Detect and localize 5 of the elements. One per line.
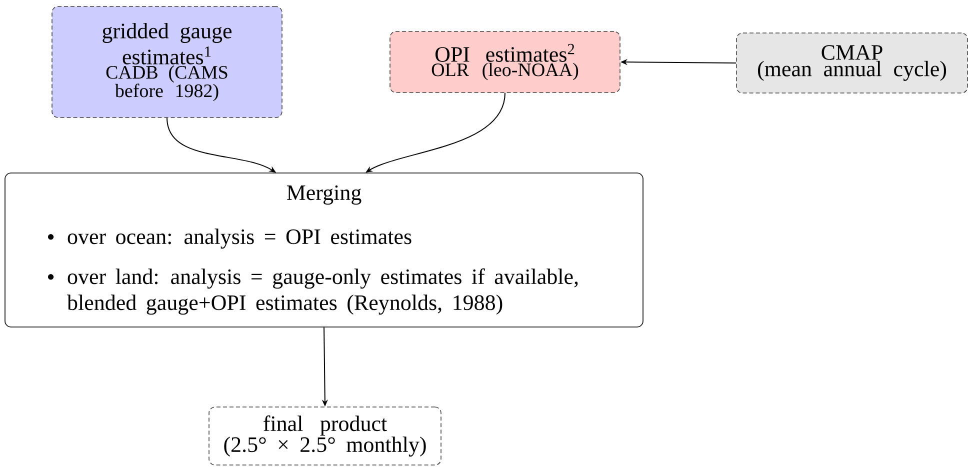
process-box: Merging over ocean: analysis = OPI estimates over land: analysis = gauge-only estimates if available, blended gauge+OPI estimates (Reynolds, 1988) [4,172,644,328]
process-box: final product (2.5° × 2.5° monthly) [208,406,442,466]
process-box: OPI estimates$^{2}$ OLR (leo-NOAA) [390,31,620,93]
process-box: gridded gauge estimates$^{1}$ CADB (CAMS before 1982) [52,6,282,118]
process-box: CMAP (mean annual cycle) [736,32,968,94]
